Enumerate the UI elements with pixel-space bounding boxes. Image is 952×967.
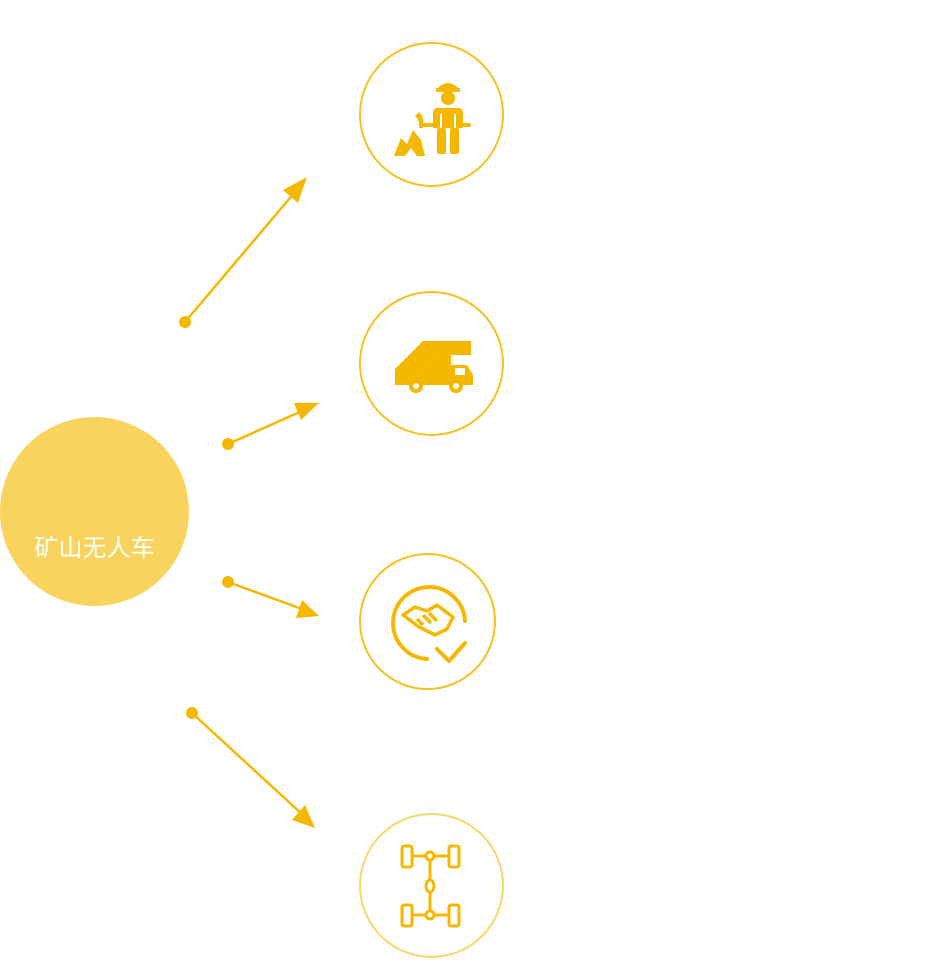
node-miner: [359, 42, 504, 187]
miner-with-pickaxe-icon: [394, 83, 471, 156]
hub-label: 矿山无人车: [34, 534, 155, 562]
vehicle-chassis-icon: [400, 844, 461, 928]
arrow-to-cooperation: [222, 576, 319, 618]
arrow-to-stair-truck: [222, 403, 319, 450]
handshake-check-icon: [391, 585, 467, 663]
arrow-to-chassis: [186, 707, 315, 828]
node-stair-truck: [359, 291, 504, 436]
node-cooperation: [359, 553, 496, 690]
unmanned-mining-vehicle-icon: [53, 875, 132, 940]
stair-truck-icon: [395, 341, 473, 393]
node-chassis: [359, 813, 504, 958]
hub-circle: [0, 417, 189, 940]
arrow-to-miner: [179, 177, 307, 328]
